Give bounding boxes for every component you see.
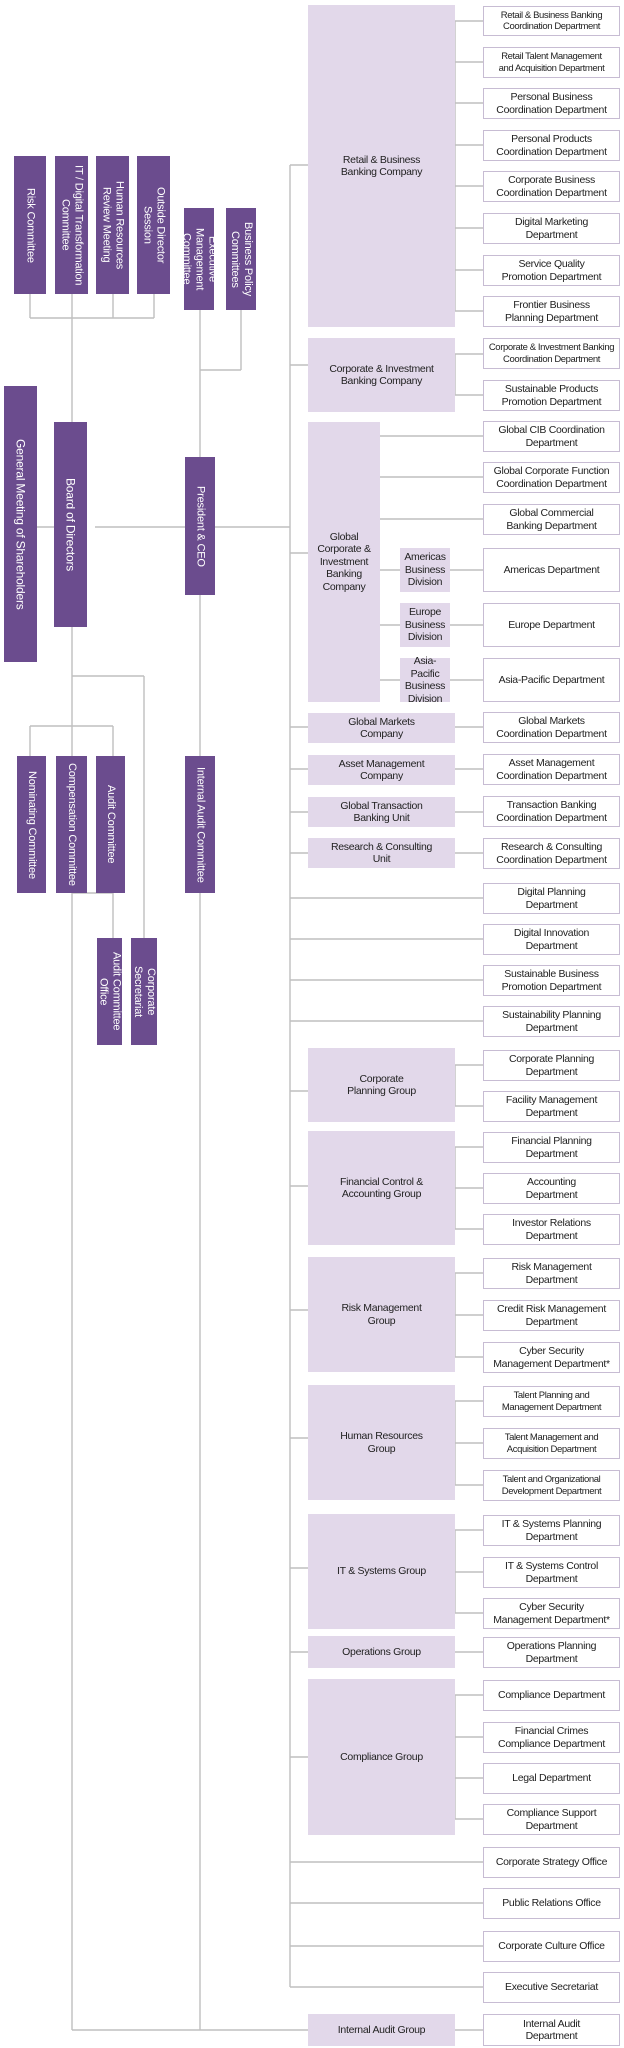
dept-box: Sustainable Products Promotion Departmen… (483, 380, 620, 411)
business-policy-committees-box: Business Policy Committees (226, 208, 256, 310)
group-research-consulting: Research & Consulting Unit (308, 838, 455, 868)
dept-box: Global Markets Coordination Department (483, 712, 620, 743)
internal-audit-committee-box: Internal Audit Committee (185, 756, 215, 893)
dept-box: Sustainable Business Promotion Departmen… (483, 965, 620, 996)
dept-box: Operations Planning Department (483, 1637, 620, 1668)
group-risk-management: Risk Management Group (308, 1257, 455, 1372)
group-compliance: Compliance Group (308, 1679, 455, 1835)
dept-box: Personal Business Coordination Departmen… (483, 88, 620, 119)
dept-box: Corporate Business Coordination Departme… (483, 171, 620, 202)
group-retail-business-banking: Retail & Business Banking Company (308, 5, 455, 327)
dept-box: Risk Management Department (483, 1258, 620, 1289)
dept-box: Frontier Business Planning Department (483, 296, 620, 327)
group-corporate-investment-banking: Corporate & Investment Banking Company (308, 338, 455, 412)
dept-box: Investor Relations Department (483, 1214, 620, 1245)
general-meeting-box: General Meeting of Shareholders (4, 386, 37, 662)
group-europe-division: Europe Business Division (400, 603, 450, 647)
group-operations: Operations Group (308, 1636, 455, 1668)
dept-box: IT & Systems Control Department (483, 1557, 620, 1588)
dept-box: Americas Department (483, 548, 620, 592)
dept-box: Sustainability Planning Department (483, 1006, 620, 1037)
executive-management-committee-box: Executive Management Committee (184, 208, 214, 310)
audit-committee-office-box: Audit Committee Office (97, 938, 122, 1045)
dept-box: Digital Innovation Department (483, 924, 620, 955)
dept-box: Retail Talent Management and Acquisition… (483, 47, 620, 78)
board-of-directors-label: Board of Directors (63, 477, 78, 572)
president-ceo-box: President & CEO (185, 457, 215, 595)
board-of-directors-box: Board of Directors (54, 422, 87, 627)
dept-box: Asset Management Coordination Department (483, 754, 620, 785)
group-americas-division: Americas Business Division (400, 548, 450, 592)
outside-director-session-box: Outside Director Session (137, 156, 170, 294)
dept-box: Legal Department (483, 1763, 620, 1794)
group-financial-control-accounting: Financial Control & Accounting Group (308, 1131, 455, 1245)
group-corporate-planning: Corporate Planning Group (308, 1048, 455, 1122)
dept-box: Corporate Planning Department (483, 1050, 620, 1081)
group-asset-management: Asset Management Company (308, 755, 455, 785)
dept-box: Digital Planning Department (483, 883, 620, 914)
dept-box: Cyber Security Management Department* (483, 1598, 620, 1629)
group-human-resources: Human Resources Group (308, 1385, 455, 1500)
hr-review-meeting-box: Human Resources Review Meeting (96, 156, 129, 294)
dept-box: Retail & Business Banking Coordination D… (483, 6, 620, 36)
group-asia-pacific-division: Asia-Pacific Business Division (400, 655, 450, 705)
dept-box: Internal Audit Department (483, 2014, 620, 2046)
dept-box: Financial Planning Department (483, 1132, 620, 1163)
dept-box: Financial Crimes Compliance Department (483, 1722, 620, 1753)
dept-box: Compliance Department (483, 1680, 620, 1711)
dept-box: Credit Risk Management Department (483, 1300, 620, 1331)
dept-box: Accounting Department (483, 1173, 620, 1204)
dept-box: Service Quality Promotion Department (483, 255, 620, 286)
dept-box: Cyber Security Management Department* (483, 1342, 620, 1373)
dept-box: Global Commercial Banking Department (483, 504, 620, 535)
nominating-committee-box: Nominating Committee (17, 756, 46, 893)
risk-committee-box: Risk Committee (14, 156, 46, 294)
dept-box: Talent Management and Acquisition Depart… (483, 1428, 620, 1459)
dept-box: Digital Marketing Department (483, 213, 620, 244)
audit-committee-box: Audit Committee (96, 756, 125, 893)
dept-box: Corporate & Investment Banking Coordinat… (483, 338, 620, 369)
group-global-cib: Global Corporate & Investment Banking Co… (308, 422, 380, 702)
dept-box: Public Relations Office (483, 1888, 620, 1919)
dept-box: Asia-Pacific Department (483, 658, 620, 702)
group-it-systems: IT & Systems Group (308, 1514, 455, 1629)
dept-box: Compliance Support Department (483, 1804, 620, 1835)
dept-box: Facility Management Department (483, 1091, 620, 1122)
it-dx-committee-box: IT / Digital Transformation Committee (55, 156, 88, 294)
dept-box: Europe Department (483, 603, 620, 647)
dept-box: Talent Planning and Management Departmen… (483, 1386, 620, 1417)
group-global-transaction-banking: Global Transaction Banking Unit (308, 797, 455, 827)
dept-box: Global CIB Coordination Department (483, 421, 620, 452)
dept-box: Corporate Strategy Office (483, 1847, 620, 1878)
group-global-markets: Global Markets Company (308, 713, 455, 743)
dept-box: Corporate Culture Office (483, 1931, 620, 1962)
dept-box: Personal Products Coordination Departmen… (483, 130, 620, 161)
dept-box: IT & Systems Planning Department (483, 1515, 620, 1546)
dept-box: Transaction Banking Coordination Departm… (483, 796, 620, 827)
dept-box: Research & Consulting Coordination Depar… (483, 838, 620, 869)
dept-box: Global Corporate Function Coordination D… (483, 462, 620, 493)
group-internal-audit: Internal Audit Group (308, 2014, 455, 2046)
compensation-committee-box: Compensation Committee (56, 756, 87, 893)
dept-box: Executive Secretariat (483, 1972, 620, 2003)
dept-box: Talent and Organizational Development De… (483, 1470, 620, 1501)
corporate-secretariat-box: Corporate Secretariat (131, 938, 157, 1045)
general-meeting-label: General Meeting of Shareholders (13, 438, 28, 610)
